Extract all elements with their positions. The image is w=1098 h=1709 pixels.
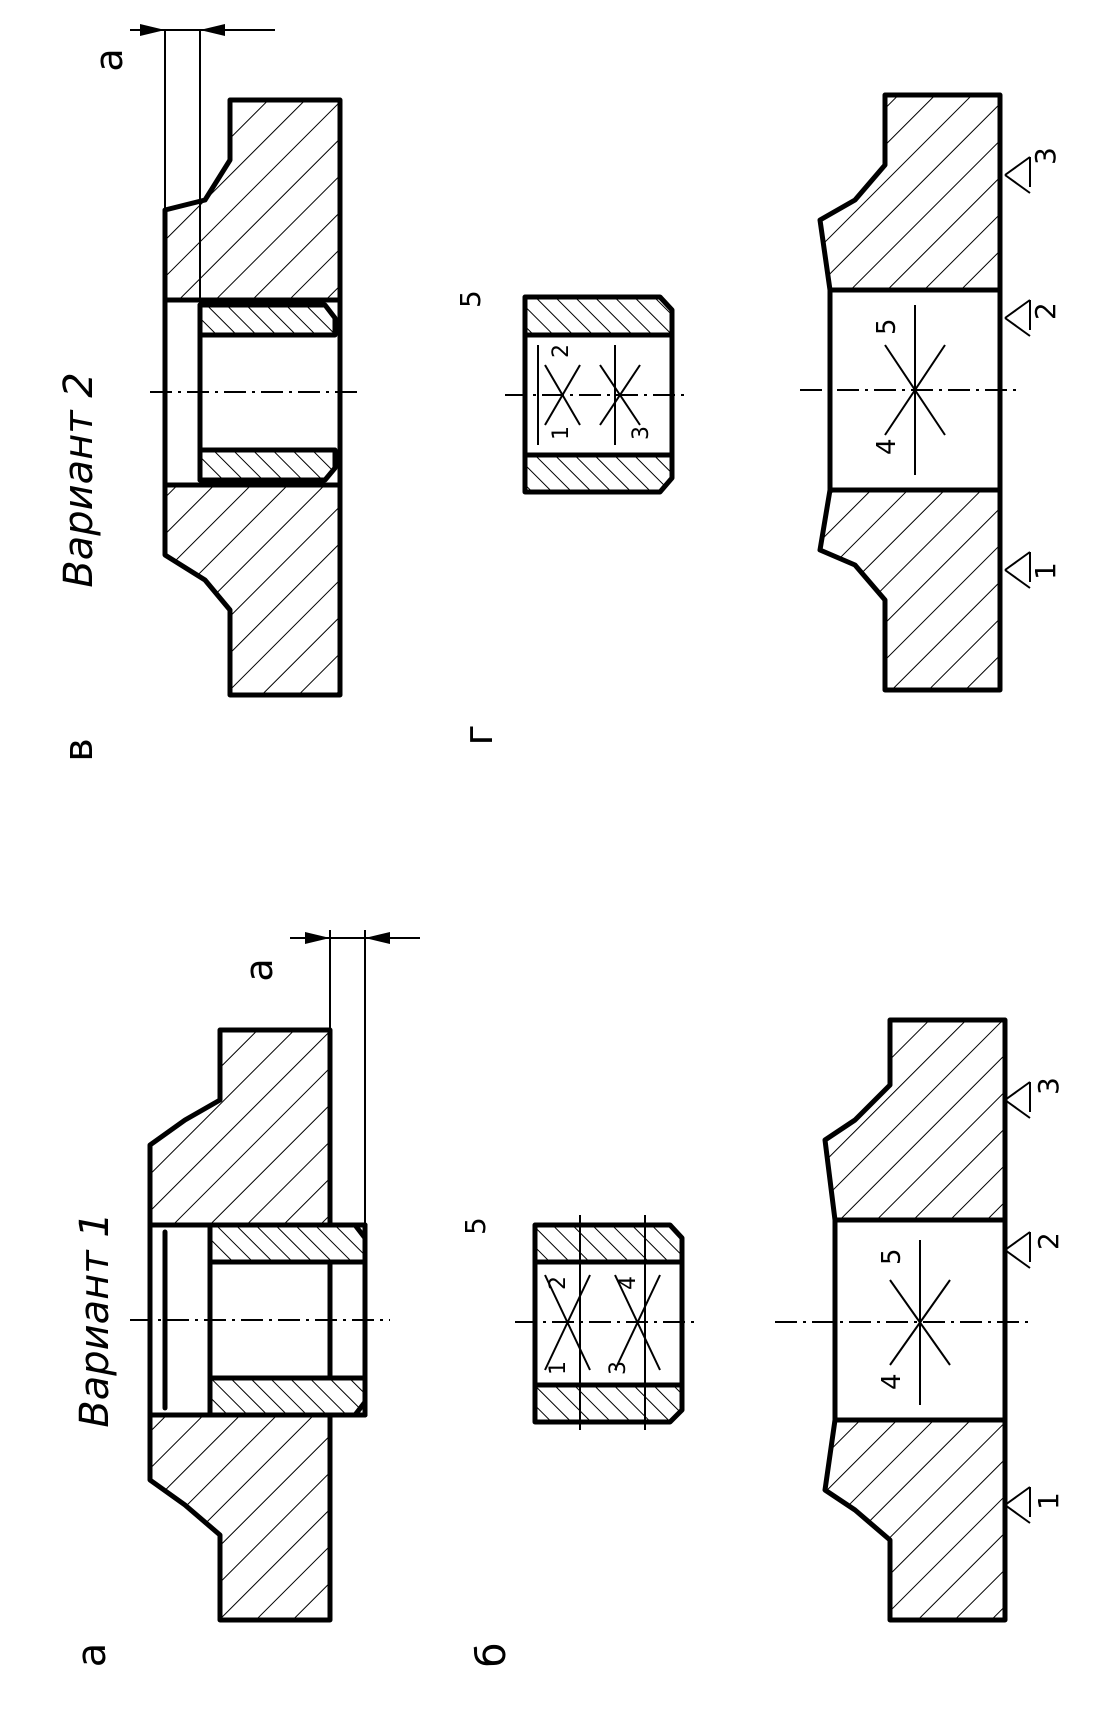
measure-cross-b-1	[544, 1215, 591, 1430]
housing-left-flange-v	[162, 482, 343, 698]
measure-cross-g-2	[599, 345, 641, 445]
view-g-housing	[800, 92, 1031, 693]
roughness-b-2	[1004, 1231, 1031, 1269]
bushing-g-mark-5: 5	[454, 290, 487, 308]
roughness-g-3	[1004, 156, 1031, 194]
housing-g-mark-2: 2	[1029, 302, 1062, 320]
bushing-wall-bottom-a	[207, 1375, 368, 1418]
housing-g-mark-4: 4	[872, 438, 902, 455]
measure-cross-g-1	[537, 345, 581, 445]
bushing-g-mark-1: 1	[549, 426, 574, 440]
housing-b-mark-2: 2	[1032, 1232, 1065, 1250]
roughness-b-1	[1004, 1486, 1031, 1524]
housing-b-mark-3: 3	[1032, 1077, 1065, 1095]
view-b-housing	[775, 1017, 1031, 1623]
housing-g-mark-3: 3	[1029, 147, 1062, 165]
bushing-b-bottom-wall	[532, 1382, 685, 1425]
bushing-g-top-wall	[522, 294, 675, 338]
bushing-wall-bottom-v	[197, 447, 338, 483]
variant1-title: Вариант 1	[72, 1212, 118, 1427]
bushing-b-mark-2: 2	[546, 1276, 571, 1290]
view-g-bushing	[505, 294, 690, 495]
roughness-g-2	[1004, 299, 1031, 337]
bushing-wall-top-a	[207, 1222, 368, 1265]
bushing-b-mark-3: 3	[606, 1361, 631, 1375]
view-g-label: г	[456, 724, 502, 745]
bushing-g-bottom-wall	[522, 452, 675, 495]
roughness-g-1	[1004, 551, 1031, 589]
bushing-b-mark-1: 1	[546, 1361, 571, 1375]
bushing-g-mark-2: 2	[549, 344, 574, 358]
view-v-assembly	[130, 24, 360, 698]
view-v-label: в	[56, 738, 102, 762]
view-b-label: б	[469, 1643, 515, 1668]
housing-g-mark-1: 1	[1029, 562, 1062, 580]
view-a-assembly	[130, 930, 420, 1623]
housing-b-mark-5: 5	[877, 1248, 907, 1265]
measure-cross-b-housing	[889, 1240, 951, 1405]
bushing-b-top-wall	[532, 1222, 685, 1265]
housing-g-left	[817, 487, 1003, 693]
housing-right-flange-v	[162, 97, 343, 303]
bushing-b-mark-5: 5	[459, 1217, 492, 1235]
housing-g-right	[817, 92, 1003, 293]
view-b-bushing	[515, 1215, 700, 1430]
bushing-wall-top-v	[197, 302, 338, 338]
dim-label-a: а	[237, 958, 281, 981]
housing-left-flange-a	[147, 1412, 333, 1623]
bushing-b-mark-4: 4	[616, 1276, 641, 1290]
dim-label-v: а	[87, 48, 131, 71]
measure-cross-b-2	[614, 1215, 661, 1430]
housing-b-mark-1: 1	[1032, 1492, 1065, 1510]
variant2-title: Вариант 2	[56, 372, 102, 587]
housing-b-left	[822, 1417, 1008, 1623]
roughness-b-3	[1004, 1081, 1031, 1119]
measure-cross-g-housing	[884, 305, 946, 475]
view-a-label: а	[69, 1643, 115, 1668]
housing-g-mark-5: 5	[872, 318, 902, 335]
housing-right-flange-a	[147, 1027, 333, 1228]
bushing-g-mark-3: 3	[629, 426, 654, 440]
housing-b-mark-4: 4	[877, 1373, 907, 1390]
housing-b-right	[822, 1017, 1008, 1223]
